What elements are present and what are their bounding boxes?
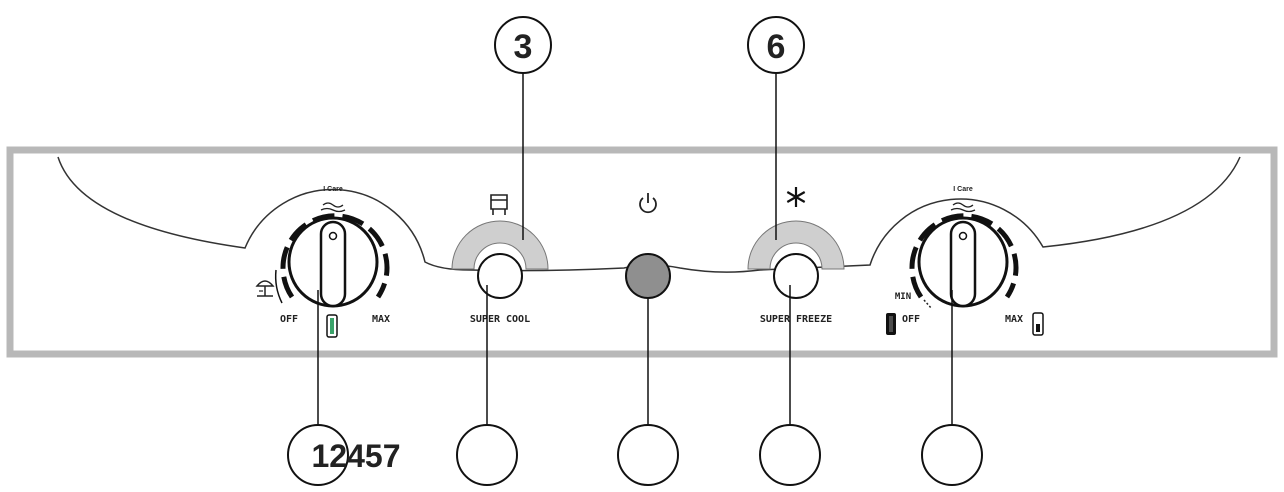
drawer-icon <box>490 194 508 215</box>
callout-bottom-3 <box>617 424 679 486</box>
super-cool-arc <box>451 220 549 270</box>
left-wave-icon <box>320 202 346 213</box>
right-knob-indicator <box>958 231 968 241</box>
left-dial[interactable]: I Care OFF MAX <box>255 186 390 338</box>
left-knob-indicator <box>328 231 338 241</box>
left-knob-handle[interactable] <box>319 220 347 308</box>
right-dial-scale <box>909 213 1019 299</box>
super-cool-group[interactable]: SUPER COOL <box>451 194 549 325</box>
super-freeze-group[interactable]: SUPER FREEZE <box>747 187 845 325</box>
callout-top-left: 3 <box>494 16 552 74</box>
callout-bottom-1-number: 12457 <box>312 438 401 474</box>
right-knob-handle[interactable] <box>949 220 977 308</box>
left-dial-scale-thin <box>274 269 283 304</box>
min-tick <box>923 299 933 310</box>
right-wave-icon <box>950 202 976 213</box>
left-dial-top-label: I Care <box>323 186 343 193</box>
callout-bottom-2 <box>456 424 518 486</box>
callout-top-right-number: 6 <box>767 28 786 66</box>
right-dial[interactable]: I Care MIN OFF MAX <box>886 186 1044 336</box>
power-button[interactable] <box>625 253 671 299</box>
right-max-indicator-icon <box>1032 312 1044 336</box>
super-freeze-button[interactable] <box>773 253 819 299</box>
power-icon <box>639 193 657 214</box>
right-dial-top-label: I Care <box>953 186 973 193</box>
leader-lines <box>317 69 953 425</box>
callout-bottom-1: 12457 <box>287 424 401 486</box>
right-dial-min-label: MIN <box>895 292 911 302</box>
super-freeze-label: SUPER FREEZE <box>760 314 832 325</box>
callout-top-right: 6 <box>747 16 805 74</box>
left-temperature-indicator-icon <box>326 314 338 338</box>
super-cool-button[interactable] <box>477 253 523 299</box>
callout-bottom-5 <box>921 424 983 486</box>
left-dial-scale <box>280 213 390 299</box>
left-dial-max-label: MAX <box>372 314 390 325</box>
right-off-indicator-icon <box>886 313 896 335</box>
right-dial-max-label: MAX <box>1005 314 1023 325</box>
power-group[interactable] <box>625 193 671 299</box>
umbrella-icon <box>255 280 275 297</box>
callout-top-left-number: 3 <box>514 28 533 66</box>
right-dial-off-label: OFF <box>902 314 920 325</box>
super-freeze-arc <box>747 220 845 270</box>
panel-frame <box>6 146 1278 358</box>
callout-bottom-4 <box>759 424 821 486</box>
left-dial-off-label: OFF <box>280 314 298 325</box>
snowflake-icon <box>786 187 806 207</box>
super-cool-label: SUPER COOL <box>470 314 530 325</box>
